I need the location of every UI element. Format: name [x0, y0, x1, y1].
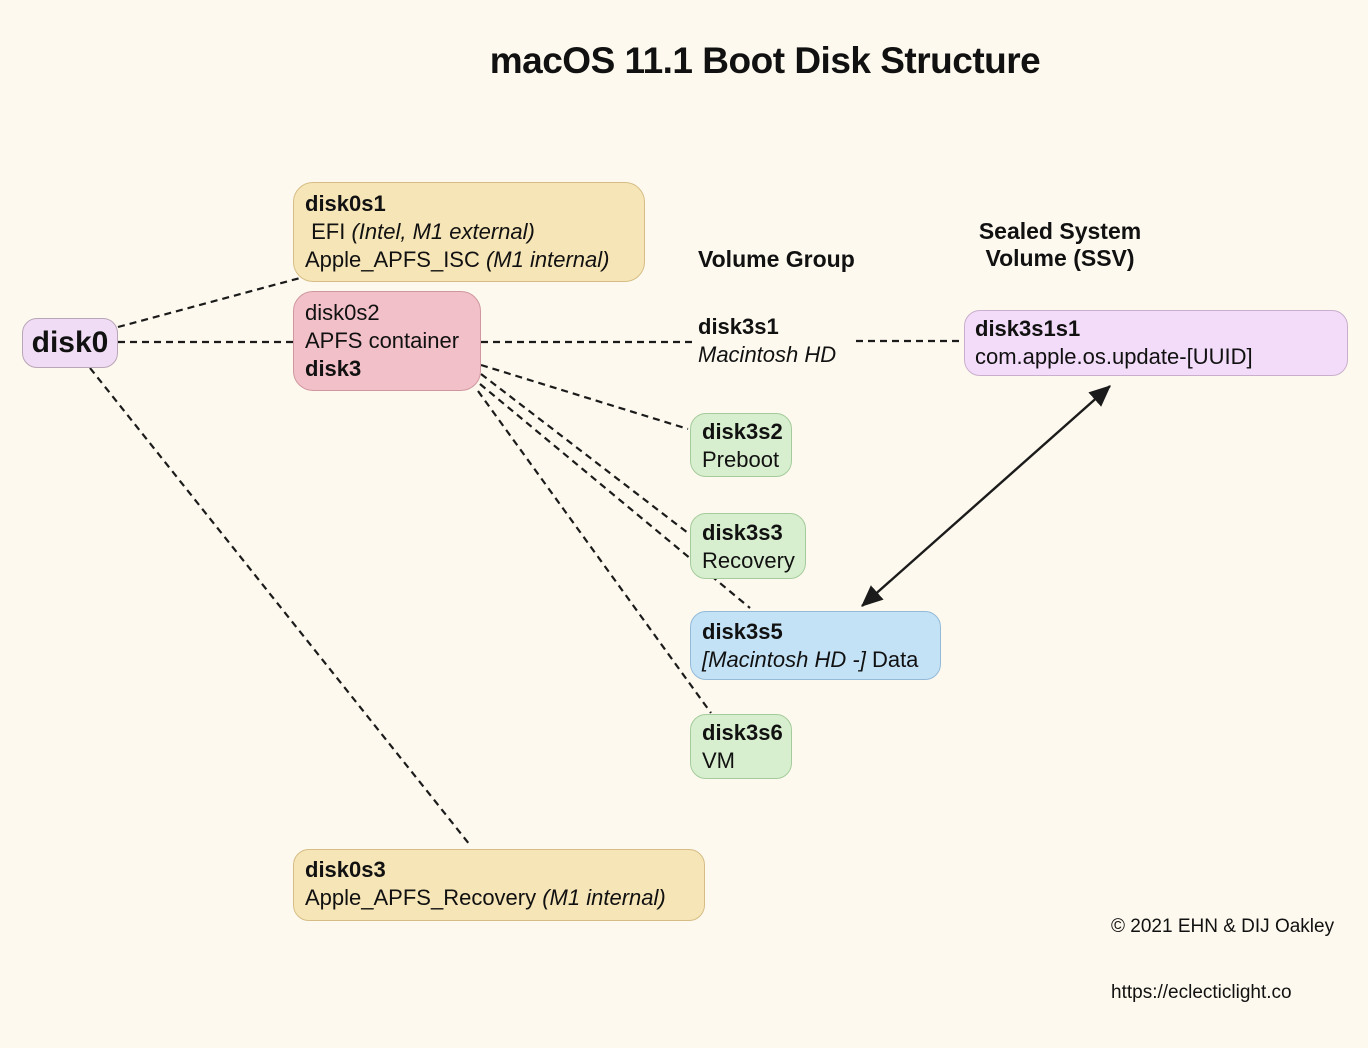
node-disk0: disk0: [22, 318, 118, 368]
node-disk3s1-volume: Macintosh HD: [698, 342, 837, 367]
node-disk3s3-desc: Recovery: [702, 548, 795, 573]
copyright-line: © 2021 EHN & DIJ Oakley: [1111, 916, 1335, 937]
node-disk3s1-id: disk3s1: [698, 314, 779, 339]
node-disk3s5-id: disk3s5: [702, 619, 783, 644]
node-disk0s3: disk0s3 Apple_APFS_Recovery (M1 internal…: [293, 849, 705, 921]
node-disk3s2-desc: Preboot: [702, 447, 780, 472]
node-disk0s1: disk0s1 EFI (Intel, M1 external) Apple_A…: [293, 182, 645, 282]
node-disk3s1s1-id: disk3s1s1: [975, 316, 1081, 341]
node-disk3s6: disk3s6 VM: [690, 714, 792, 779]
node-disk3s3: disk3s3 Recovery: [690, 513, 806, 579]
node-disk0s1-line2: EFI (Intel, M1 external): [305, 219, 535, 244]
connector-disk3-disk3s3: [480, 373, 689, 534]
connector-disk0-disk0s1: [117, 276, 301, 329]
node-disk3s6-desc: VM: [702, 748, 735, 773]
node-disk3s5-desc: [Macintosh HD -] Data: [702, 647, 919, 672]
node-disk0s2-disk3: disk3: [305, 356, 362, 381]
node-disk0s3-desc: Apple_APFS_Recovery (M1 internal): [305, 885, 666, 910]
node-disk3s5: disk3s5 [Macintosh HD -] Data: [690, 611, 941, 680]
copyright-url: https://eclecticlight.co: [1111, 982, 1292, 1003]
ssv-header: Sealed System Volume (SSV): [940, 218, 1180, 272]
connector-disk3-disk3s2: [480, 363, 689, 431]
node-disk0s2-id: disk0s2: [305, 300, 380, 325]
node-disk3s1s1: disk3s1s1 com.apple.os.update-[UUID]: [964, 310, 1348, 376]
arrow-data-ssv: [861, 385, 1111, 607]
volume-group-header: Volume Group: [698, 246, 855, 272]
node-disk3s6-id: disk3s6: [702, 720, 783, 745]
node-disk0-label: disk0: [31, 326, 109, 359]
ssv-header-line2: Volume (SSV): [985, 245, 1135, 271]
node-disk3s2-id: disk3s2: [702, 419, 783, 444]
node-disk3s2: disk3s2 Preboot: [690, 413, 792, 477]
connector-disk3-disk3s6: [477, 390, 712, 714]
connector-lines: [89, 276, 1111, 846]
diagram-title: macOS 11.1 Boot Disk Structure: [489, 40, 1041, 81]
node-disk0s3-id: disk0s3: [305, 857, 386, 882]
boot-disk-diagram: macOS 11.1 Boot Disk Structure Volume Gr…: [22, 40, 1348, 1003]
node-disk3s1s1-desc: com.apple.os.update-[UUID]: [975, 344, 1253, 369]
node-disk0s1-id: disk0s1: [305, 191, 386, 216]
node-disk0s1-line3: Apple_APFS_ISC (M1 internal): [305, 247, 610, 272]
connector-disk0-disk0s3: [89, 367, 471, 846]
node-disk0s2: disk0s2 APFS container disk3: [293, 291, 481, 391]
node-disk0s2-desc: APFS container: [305, 328, 460, 353]
ssv-header-line1: Sealed System: [978, 218, 1142, 244]
node-disk3s1: disk3s1 Macintosh HD: [698, 313, 836, 369]
node-disk3s3-id: disk3s3: [702, 520, 783, 545]
copyright: © 2021 EHN & DIJ Oakley https://eclectic…: [1111, 872, 1334, 1048]
